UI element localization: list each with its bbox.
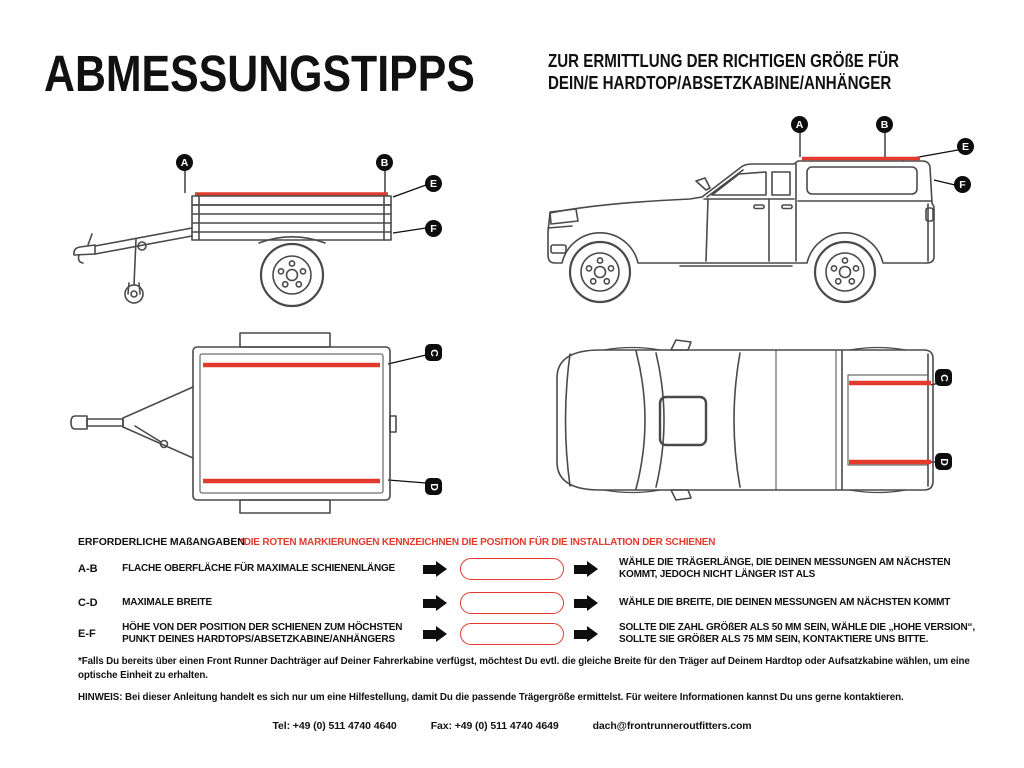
- vehicle-top-body: [556, 339, 934, 501]
- trailer-top-body: [70, 332, 397, 514]
- label-e-badge: E: [957, 138, 974, 155]
- contact-fax: Fax: +49 (0) 511 4740 4649: [430, 720, 559, 732]
- label-e-badge: E: [425, 175, 442, 192]
- label-c-badge: C: [425, 344, 442, 361]
- row-code: E-F: [78, 628, 96, 640]
- row-code: C-D: [78, 597, 98, 609]
- measurement-input-box[interactable]: [459, 558, 564, 580]
- pointer-lines: [387, 354, 427, 484]
- subtitle-line-2: DEIN/E HARDTOP/ABSETZKABINE/ANHÄNGER: [548, 73, 892, 93]
- row-result: SOLLTE DIE ZAHL GRÖßER ALS 50 MM SEIN, W…: [618, 621, 975, 646]
- vehicle-wheels: [568, 240, 877, 304]
- row-code: A-B: [78, 563, 98, 575]
- label-d-badge: D: [425, 478, 442, 495]
- footnote-asterisk: *Falls Du bereits über einen Front Runne…: [78, 656, 970, 681]
- vehicle-body: [547, 160, 935, 267]
- label-f-badge: F: [954, 176, 971, 193]
- arrow-right-icon: [423, 594, 448, 611]
- row-description: MAXIMALE BREITE: [122, 597, 212, 608]
- label-c-badge: C: [935, 369, 952, 386]
- measurement-input-box[interactable]: [459, 592, 564, 614]
- label-b-badge: B: [876, 116, 893, 133]
- row-result: WÄHLE DIE TRÄGERLÄNGE, DIE DEINEN MESSUN…: [618, 556, 951, 581]
- page-title: ABMESSUNGSTIPPS: [44, 45, 475, 102]
- label-a-badge: A: [791, 116, 808, 133]
- measurement-row-cd: C-D MAXIMALE BREITE WÄHLE DIE BREITE, DI…: [78, 591, 988, 615]
- vehicle-top-view: C D: [530, 335, 990, 505]
- measurement-input-box[interactable]: [459, 623, 564, 645]
- red-markings-note: *DIE ROTEN MARKIERUNGEN KENNZEICHNEN DIE…: [240, 537, 716, 548]
- pointer-lines: [930, 382, 940, 463]
- label-a-badge: A: [176, 154, 193, 171]
- trailer-wheel: [259, 242, 325, 308]
- contact-tel: Tel: +49 (0) 511 4740 4640: [272, 720, 397, 732]
- vehicle-side-drawing: [547, 133, 959, 304]
- label-d-badge: D: [935, 453, 952, 470]
- label-b-badge: B: [376, 154, 393, 171]
- row-description: HÖHE VON DER POSITION DER SCHIENEN ZUM H…: [122, 622, 403, 645]
- measurement-row-ef: E-F HÖHE VON DER POSITION DER SCHIENEN Z…: [78, 617, 988, 651]
- measurements-heading: ERFORDERLICHE MAßANGABEN: [78, 536, 245, 548]
- vehicle-top-drawing: [556, 339, 940, 501]
- arrow-right-icon: [574, 625, 599, 642]
- trailer-side-view: A B E F: [35, 125, 475, 320]
- measurement-row-ab: A-B FLACHE OBERFLÄCHE FÜR MAXIMALE SCHIE…: [78, 553, 988, 585]
- footnote-hinweis: HINWEIS: Bei dieser Anleitung handelt es…: [78, 692, 904, 703]
- trailer-top-drawing: [70, 332, 427, 514]
- arrow-right-icon: [423, 625, 448, 642]
- pointer-lines: [184, 171, 427, 234]
- label-f-badge: F: [425, 220, 442, 237]
- trailer-body: [73, 195, 392, 304]
- trailer-top-view: C D: [35, 330, 475, 515]
- subtitle-line-1: ZUR ERMITTLUNG DER RICHTIGEN GRÖßE FÜR: [548, 51, 900, 71]
- vehicle-side-view: A B E F: [530, 100, 990, 315]
- contact-bar: Tel: +49 (0) 511 4740 4640 Fax: +49 (0) …: [0, 720, 1024, 732]
- row-result: WÄHLE DIE BREITE, DIE DEINEN MESSUNGEN A…: [618, 596, 951, 608]
- row-description: FLACHE OBERFLÄCHE FÜR MAXIMALE SCHIENENL…: [122, 563, 396, 574]
- arrow-right-icon: [423, 560, 448, 577]
- contact-email[interactable]: dach@frontrunneroutfitters.com: [592, 720, 752, 732]
- arrow-right-icon: [574, 594, 599, 611]
- trailer-side-drawing: [73, 171, 427, 308]
- arrow-right-icon: [574, 560, 599, 577]
- page-subtitle: ZUR ERMITTLUNG DER RICHTIGEN GRÖßE FÜR D…: [548, 50, 899, 94]
